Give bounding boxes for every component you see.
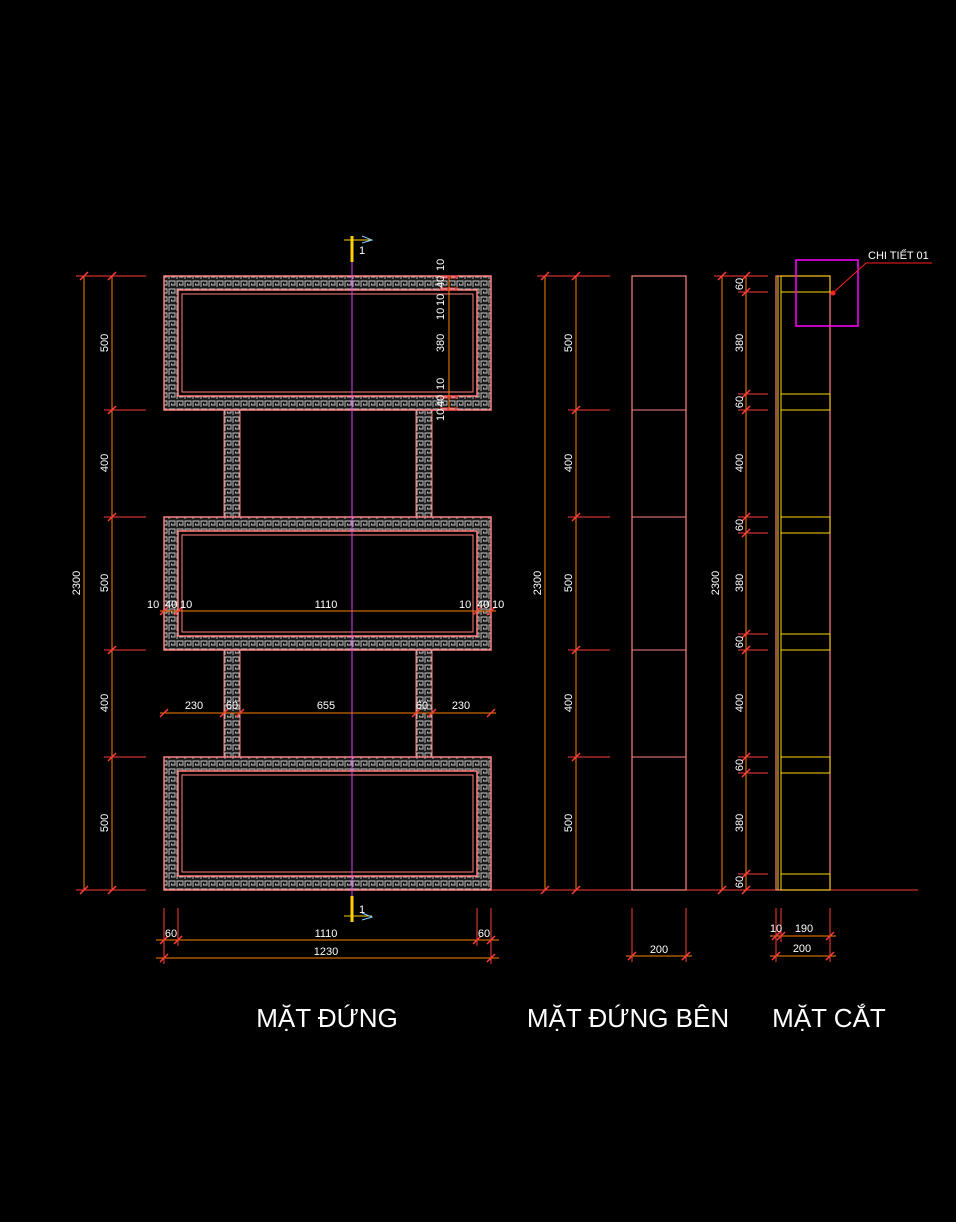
gap-dim-1: 230 xyxy=(185,700,203,712)
frame-dim-3: 10 xyxy=(435,294,447,306)
section-dim-8: 400 xyxy=(734,694,746,712)
side-dim-1: 500 xyxy=(563,334,575,352)
side-dim-3: 500 xyxy=(563,574,575,592)
front-dim-1: 500 xyxy=(99,334,111,352)
section-dim-10: 380 xyxy=(734,814,746,832)
frame-dim-2: 40 xyxy=(435,276,447,288)
inner-dim-7: 10 xyxy=(492,599,504,611)
side-dim-2: 400 xyxy=(563,454,575,472)
frame-dim-5: 380 xyxy=(435,334,447,352)
section-dim-3: 60 xyxy=(734,396,746,408)
overall-width: 1230 xyxy=(314,946,338,958)
section-dim-2: 380 xyxy=(734,334,746,352)
section-marker-label: 1 xyxy=(359,245,365,257)
front-dim-2: 400 xyxy=(99,454,111,472)
inner-dim-5: 10 xyxy=(459,599,471,611)
inner-width-dimensions: 10 40 10 1110 10 40 10 xyxy=(147,599,504,616)
side-total-height: 2300 xyxy=(532,571,544,595)
section-view: 2300 60 380 60 400 60 380 60 400 60 380 … xyxy=(710,249,932,962)
bottom-dim-2: 1110 xyxy=(315,928,338,940)
gap-dim-2: 60 xyxy=(226,700,238,712)
frame-dim-7: 40 xyxy=(435,395,447,407)
section-dim-9: 60 xyxy=(734,759,746,771)
front-dim-5: 500 xyxy=(99,814,111,832)
post-gap-dimensions: 230 60 655 60 230 xyxy=(159,700,496,718)
gap-dim-5: 230 xyxy=(452,700,470,712)
section-small-2: 190 xyxy=(795,923,813,935)
section-total-height: 2300 xyxy=(710,571,722,595)
bottom-dim-1: 60 xyxy=(165,928,177,940)
inner-dim-1: 10 xyxy=(147,599,159,611)
frame-detail-dimensions: 10 40 10 10 380 10 40 10 xyxy=(435,259,458,421)
inner-dim-6: 40 xyxy=(477,599,489,611)
section-small-1: 10 xyxy=(770,923,782,935)
front-left-dimensions: 2300 500 400 500 400 500 xyxy=(71,271,146,895)
section-dim-11: 60 xyxy=(734,876,746,888)
section-marker-label: 1 xyxy=(359,904,365,916)
section-dim-7: 60 xyxy=(734,636,746,648)
inner-dim-2: 40 xyxy=(165,599,177,611)
side-body xyxy=(631,275,687,891)
title-section: MẶT CẮT xyxy=(772,1003,886,1033)
section-bottom-dimensions: 10 190 200 xyxy=(770,908,836,962)
side-width: 200 xyxy=(650,944,668,956)
inner-dim-4: 1110 xyxy=(315,599,338,611)
title-front-elevation: MẶT ĐỨNG xyxy=(256,1003,398,1033)
detail-callout: CHI TIẾT 01 xyxy=(795,249,932,327)
section-dim-5: 60 xyxy=(734,519,746,531)
bottom-dim-3: 60 xyxy=(478,928,490,940)
side-dim-5: 500 xyxy=(563,814,575,832)
section-marker-top: 1 xyxy=(344,235,374,262)
section-dim-1: 60 xyxy=(734,278,746,290)
gap-dim-4: 60 xyxy=(416,700,428,712)
frame-dim-1: 10 xyxy=(435,259,447,271)
box-frame-bottom xyxy=(163,756,492,891)
front-dim-3: 500 xyxy=(99,574,111,592)
section-width: 200 xyxy=(793,943,811,955)
detail-callout-label: CHI TIẾT 01 xyxy=(868,249,929,262)
frame-dim-6: 10 xyxy=(435,378,447,390)
box-frame-middle xyxy=(163,516,492,651)
section-body xyxy=(775,275,831,891)
front-bottom-dimensions: 60 1110 60 1230 xyxy=(156,908,499,964)
front-total-height: 2300 xyxy=(71,571,83,595)
side-width-dimension: 200 xyxy=(626,908,692,962)
inner-dim-3: 10 xyxy=(180,599,192,611)
front-dim-4: 400 xyxy=(99,694,111,712)
box-frame-top xyxy=(163,275,492,411)
section-dim-4: 400 xyxy=(734,454,746,472)
title-side-elevation: MẶT ĐỨNG BÊN xyxy=(527,1003,729,1033)
front-elevation: 1 1 2300 xyxy=(71,235,504,964)
side-dim-4: 400 xyxy=(563,694,575,712)
gap-dim-3: 655 xyxy=(317,700,335,712)
posts xyxy=(223,407,433,759)
section-dim-6: 380 xyxy=(734,574,746,592)
side-elevation: 2300 500 400 500 400 500 200 xyxy=(532,271,692,962)
section-marker-bottom: 1 xyxy=(344,896,374,922)
frame-dim-8: 10 xyxy=(435,409,447,421)
frame-dim-4: 10 xyxy=(435,308,447,320)
